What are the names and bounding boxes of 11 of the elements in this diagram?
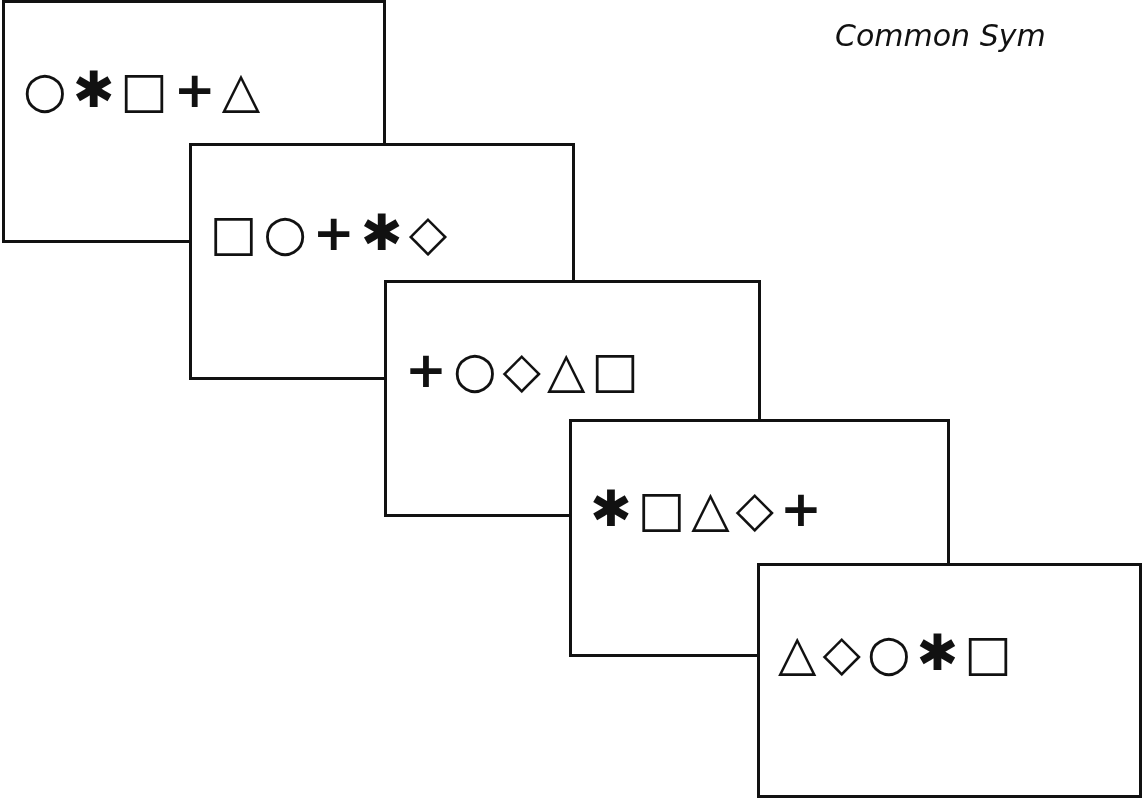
symbol-sequence: △◇○✱□ <box>778 628 1018 678</box>
symbol-card <box>384 280 761 422</box>
symbol-card <box>2 0 386 146</box>
symbol-sequence: □○+✱◇ <box>210 208 454 258</box>
symbol-sequence: ○✱□+△ <box>23 65 267 115</box>
heading: Common Sym <box>835 18 1046 53</box>
symbol-card <box>189 143 575 283</box>
symbol-sequence: +○◇△□ <box>405 345 645 395</box>
symbol-sequence: ✱□△◇+ <box>590 484 828 534</box>
symbol-card <box>757 563 1142 798</box>
symbol-card <box>569 419 950 566</box>
